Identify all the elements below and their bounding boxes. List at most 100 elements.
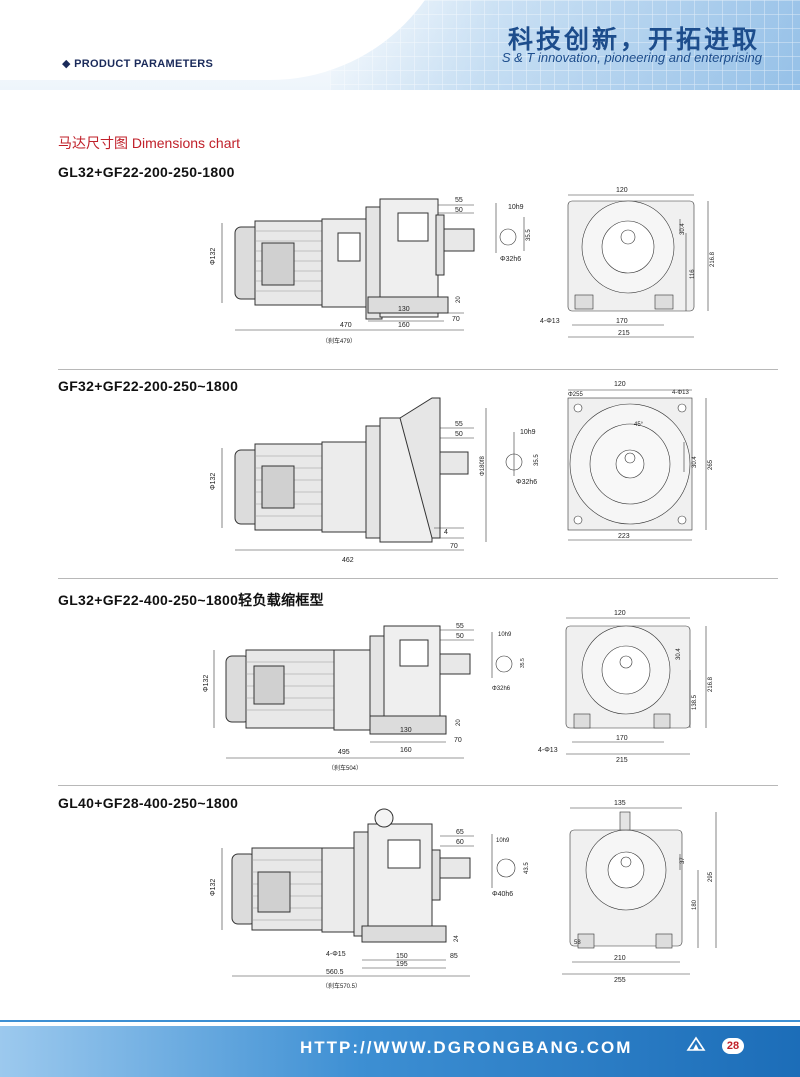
model-4-name: GL40+GF28-400-250~1800: [58, 795, 239, 811]
footer-rule: [0, 1020, 800, 1022]
dim-37: 37: [680, 857, 686, 864]
dim-phi132: Φ132: [210, 473, 217, 490]
dim-55: 55: [455, 197, 463, 204]
output-shaft: [439, 451, 469, 475]
dim-180: 180: [692, 899, 698, 910]
dim-24: 24: [454, 935, 460, 942]
dim-4: 4: [444, 529, 448, 536]
dim-55: 55: [456, 623, 464, 630]
dim-phi132: Φ132: [210, 879, 217, 896]
dim-length: 470: [340, 322, 352, 329]
dim-295: 295: [708, 871, 714, 882]
dim-holes: 4-Φ13: [672, 390, 689, 396]
dim-70: 70: [450, 543, 458, 550]
dim-angle: 45°: [634, 422, 644, 428]
dim-pilot: Φ180f8: [480, 456, 486, 476]
page-header: ◆ PRODUCT PARAMETERS 科技创新，开拓进取 S & T inn…: [0, 0, 800, 90]
dim-phi132: Φ132: [203, 675, 210, 692]
dim-key-height: 43.5: [524, 862, 530, 874]
dim-30-4: 30.4: [692, 456, 698, 468]
dim-50: 50: [456, 633, 464, 640]
dim-holes: 4-Φ13: [538, 747, 558, 754]
lifting-eye: [374, 808, 394, 828]
dim-85: 85: [450, 953, 458, 960]
gearbox: [383, 625, 441, 733]
dim-shaft: Φ40h6: [492, 891, 513, 898]
divider-2: [58, 578, 778, 579]
dim-130: 130: [398, 306, 410, 313]
dim-30-4: 30.4: [680, 223, 686, 235]
dim-215: 215: [616, 757, 628, 764]
dim-20: 20: [456, 719, 462, 726]
dim-210: 210: [614, 955, 626, 962]
section-label-text: PRODUCT PARAMETERS: [74, 58, 214, 70]
dim-key: 10h9: [520, 429, 536, 436]
slogan-chinese: 科技创新，开拓进取: [507, 25, 760, 54]
dim-key: 10h9: [498, 632, 512, 638]
dim-265: 265: [708, 459, 714, 470]
dim-length: 495: [338, 749, 350, 756]
dim-70: 70: [454, 737, 462, 744]
dim-215: 215: [618, 330, 630, 337]
dim-116: 116: [690, 269, 696, 279]
dim-holes: 4-Φ13: [540, 318, 560, 325]
dim-58: 58: [574, 940, 581, 946]
dim-135: 135: [614, 800, 626, 807]
dim-shaft: Φ32h6: [500, 256, 521, 263]
model-4-drawing: Φ132 560.5 （刹车570.5） 4-Φ15 150 195 85 24…: [0, 798, 800, 998]
dim-160: 160: [400, 747, 412, 754]
dim-223: 223: [618, 533, 630, 540]
model-3-name: GL32+GF22-400-250~1800轻负载缩框型: [58, 592, 324, 608]
dim-170: 170: [616, 735, 628, 742]
model-1-svg: Φ132 470 （刹车479） 130 160 70 20 55 50 10h…: [210, 187, 716, 345]
divider-1: [58, 369, 778, 370]
dim-150: 150: [396, 953, 408, 960]
output-shaft: [439, 857, 471, 879]
company-logo-icon: [686, 1036, 706, 1051]
dim-55: 55: [455, 421, 463, 428]
dim-195: 195: [396, 961, 408, 968]
section-label: ◆ PRODUCT PARAMETERS: [62, 58, 214, 70]
dim-120: 120: [616, 187, 628, 194]
footer-band: [0, 1026, 800, 1077]
dim-side-holes: 4-Φ15: [326, 951, 346, 958]
model-2-svg: Φ132 462 4 70 55 50 10h9 35.5 Φ32h6 Φ180…: [210, 381, 714, 564]
dim-60: 60: [456, 839, 464, 846]
slogan-english: S & T innovation, pioneering and enterpr…: [501, 50, 762, 65]
dim-key-height: 35.5: [520, 658, 526, 668]
dim-phi132: Φ132: [210, 248, 217, 265]
website-url[interactable]: HTTP://WWW.DGRONGBANG.COM: [300, 1038, 633, 1057]
dim-key-height: 35.5: [526, 229, 532, 241]
dim-216-8: 216.8: [710, 251, 716, 267]
gear-housing-1: [321, 218, 369, 308]
dim-216-8: 216.8: [708, 676, 714, 692]
dim-pcd: Φ255: [568, 392, 583, 398]
model-1-drawing: Φ132 470 （刹车479） 130 160 70 20 55 50 10h…: [0, 185, 800, 360]
output-shaft: [443, 228, 475, 252]
dim-138-5: 138.5: [692, 694, 698, 710]
model-4-svg: Φ132 560.5 （刹车570.5） 4-Φ15 150 195 85 24…: [210, 800, 717, 990]
dim-brake: （刹车570.5）: [322, 982, 361, 990]
page-footer: HTTP://WWW.DGRONGBANG.COM 28: [0, 1014, 800, 1077]
dim-70: 70: [452, 316, 460, 323]
dim-key: 10h9: [496, 838, 510, 844]
page-number: 28: [722, 1038, 744, 1054]
model-3-svg: Φ132 495 （刹车504） 130 160 70 20 55 50 10h…: [203, 610, 714, 772]
model-2-name: GF32+GF22-200-250~1800: [58, 378, 239, 394]
dim-30-4: 30.4: [676, 648, 682, 660]
model-1-name: GL32+GF22-200-250-1800: [58, 164, 235, 180]
model-3-drawing: Φ132 495 （刹车504） 130 160 70 20 55 50 10h…: [0, 606, 800, 782]
dim-length: 462: [342, 557, 354, 564]
dim-key-height: 35.5: [534, 454, 540, 466]
divider-3: [58, 785, 778, 786]
dim-170: 170: [616, 318, 628, 325]
output-shaft: [439, 653, 471, 675]
model-2-drawing: Φ132 462 4 70 55 50 10h9 35.5 Φ32h6 Φ180…: [0, 372, 800, 572]
dim-50: 50: [455, 207, 463, 214]
dim-length: 560.5: [326, 969, 344, 976]
dim-key: 10h9: [508, 204, 524, 211]
dim-50: 50: [455, 431, 463, 438]
dim-brake: （刹车504）: [328, 764, 362, 772]
dim-brake: （刹车479）: [322, 337, 356, 345]
dim-65: 65: [456, 829, 464, 836]
